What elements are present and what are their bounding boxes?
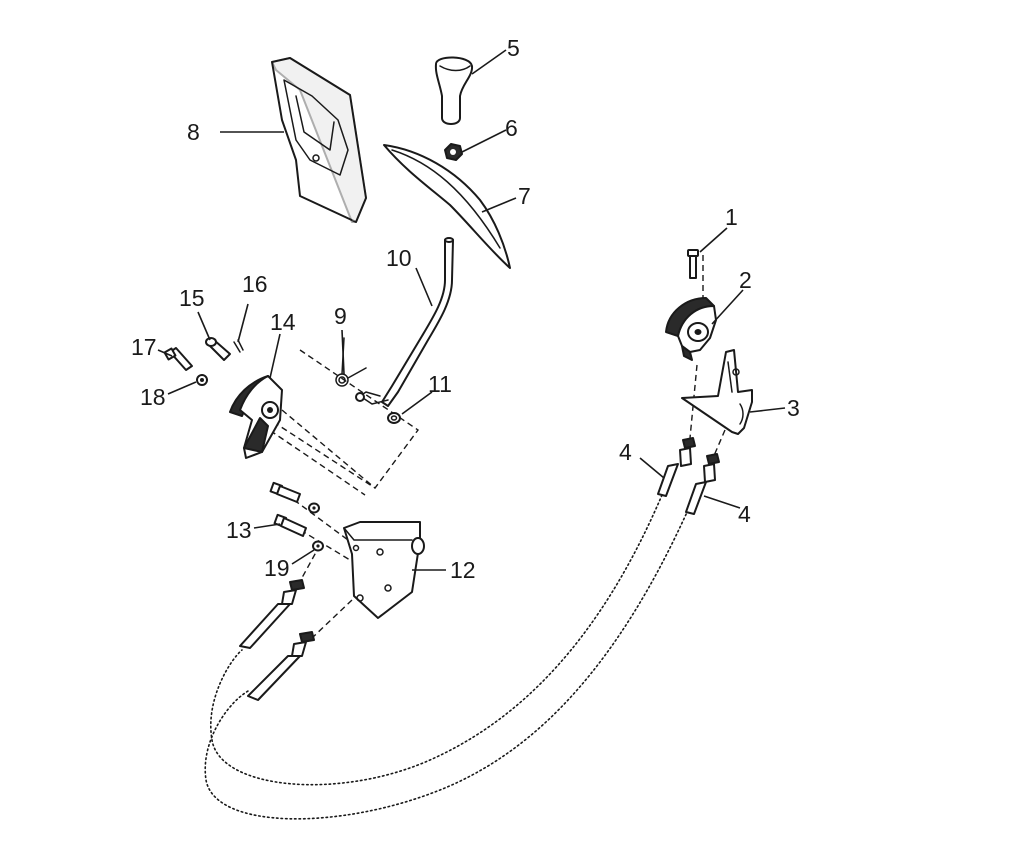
part-6-nut bbox=[444, 143, 463, 161]
part-7-shift-boot bbox=[383, 144, 511, 269]
callout-12: 12 bbox=[450, 557, 476, 583]
callout-3: 3 bbox=[787, 395, 800, 421]
callout-6: 6 bbox=[505, 115, 518, 141]
part-12-bracket-plate bbox=[343, 521, 425, 619]
part-3-mounting-bracket bbox=[681, 349, 753, 435]
part-14-cable-quadrant bbox=[229, 375, 283, 459]
part-1-bolt bbox=[687, 249, 699, 279]
callout-10: 10 bbox=[386, 245, 412, 271]
callout-9: 9 bbox=[334, 303, 347, 329]
callout-leaders bbox=[157, 49, 786, 571]
callout-18: 18 bbox=[140, 384, 166, 410]
part-5-shift-knob bbox=[434, 56, 474, 125]
callout-14: 14 bbox=[270, 309, 296, 335]
callout-4-left: 4 bbox=[619, 439, 632, 465]
part-15-pin bbox=[205, 337, 231, 361]
assembly-guide-lines bbox=[251, 255, 726, 639]
part-2-cable-quadrant bbox=[665, 297, 717, 361]
callout-13: 13 bbox=[226, 517, 252, 543]
callout-2: 2 bbox=[739, 267, 752, 293]
part-18-washer bbox=[196, 374, 208, 386]
callout-8: 8 bbox=[187, 119, 200, 145]
throttle-cables bbox=[204, 494, 689, 820]
callout-17: 17 bbox=[131, 334, 157, 360]
cable-end-fitting-upper bbox=[239, 579, 305, 649]
callout-7: 7 bbox=[518, 183, 531, 209]
part-13-bolt-lower bbox=[273, 513, 307, 537]
cable-end-fitting-lower bbox=[247, 631, 315, 701]
callout-1: 1 bbox=[725, 204, 738, 230]
callout-5: 5 bbox=[507, 35, 520, 61]
callout-4-right: 4 bbox=[738, 501, 751, 527]
part-4-cable-end-left bbox=[657, 437, 696, 497]
part-9-torsion-spring bbox=[335, 337, 367, 387]
callout-19: 19 bbox=[264, 555, 290, 581]
callout-15: 15 bbox=[179, 285, 205, 311]
callout-11: 11 bbox=[428, 371, 452, 397]
part-19-washer bbox=[308, 502, 324, 552]
part-13-bolt-upper bbox=[269, 481, 301, 503]
part-4-cable-end-right bbox=[685, 453, 720, 515]
part-11-washer bbox=[355, 392, 401, 424]
part-8-cover-shroud bbox=[271, 57, 367, 223]
callout-16: 16 bbox=[242, 271, 268, 297]
callout-labels: 1 2 3 4 4 5 6 7 8 9 10 11 12 13 14 15 16… bbox=[131, 35, 800, 583]
part-17-bolt bbox=[163, 347, 193, 371]
